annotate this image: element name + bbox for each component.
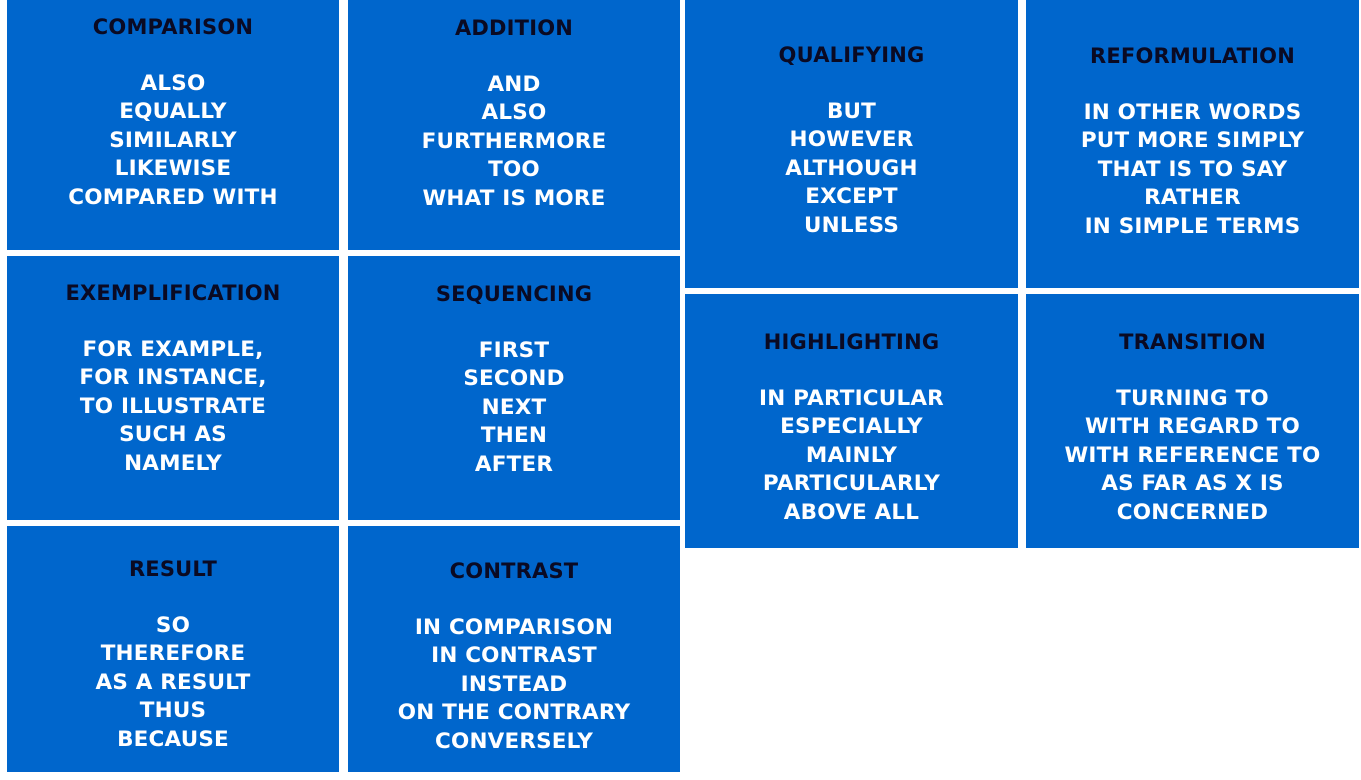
card-title: REFORMULATION [1089,44,1295,68]
word-list: FIRST SECOND NEXT THEN AFTER [348,337,680,479]
dotted-divider [348,520,680,526]
card-transition: TRANSITION TURNING TO WITH REGARD TO WIT… [1026,294,1359,548]
dotted-divider [685,288,1359,294]
card-title: QUALIFYING [778,43,925,67]
card-title: RESULT [128,557,218,581]
word-list: TURNING TO WITH REGARD TO WITH REFERENCE… [1026,385,1359,527]
dotted-divider [348,772,680,778]
word: HOWEVER [789,127,914,153]
card-title: EXEMPLIFICATION [65,281,281,305]
card-contrast: CONTRAST IN COMPARISON IN CONTRAST INSTE… [348,526,680,772]
word-list: IN OTHER WORDS PUT MORE SIMPLY THAT IS T… [1026,99,1359,241]
word: UNLESS [803,212,900,238]
word: CONVERSELY [434,728,594,754]
word: NAMELY [124,450,222,476]
word: ALSO [140,71,206,96]
word: ON THE CONTRARY [397,700,631,726]
word: WHAT IS MORE [422,185,606,211]
word: THEREFORE [100,641,246,667]
word: AS A RESULT [95,669,251,695]
word: AND [487,72,541,97]
word-list: BUT HOWEVER ALTHOUGH EXCEPT UNLESS [685,98,1018,240]
dotted-divider [7,520,339,526]
card-title: TRANSITION [1119,330,1266,354]
word: AFTER [474,451,554,477]
card-sequencing: SEQUENCING FIRST SECOND NEXT THEN AFTER [348,256,680,520]
dotted-divider [7,772,339,778]
word-list: IN PARTICULAR ESPECIALLY MAINLY PARTICUL… [685,385,1018,527]
card-qualifying: QUALIFYING BUT HOWEVER ALTHOUGH EXCEPT U… [685,0,1018,288]
word: ALTHOUGH [785,155,918,181]
word: IN SIMPLE TERMS [1084,213,1301,239]
word: COMPARED WITH [68,184,278,210]
card-exemplification: EXEMPLIFICATION FOR EXAMPLE, FOR INSTANC… [7,256,339,520]
dotted-divider [348,250,680,256]
word: THAT IS TO SAY [1097,156,1288,182]
word: FURTHERMORE [421,128,607,154]
word: FOR EXAMPLE, [82,337,264,362]
word: INSTEAD [460,671,568,697]
word: EQUALLY [119,99,227,125]
word: IN CONTRAST [431,643,597,669]
word: WITH REGARD TO [1084,414,1301,440]
word: TO ILLUSTRATE [79,393,267,419]
card-result: RESULT SO THEREFORE AS A RESULT THUS BEC… [7,526,339,772]
word-list: SO THEREFORE AS A RESULT THUS BECAUSE [7,612,339,754]
word: ALSO [481,100,547,126]
word: NEXT [481,394,547,420]
word-list: FOR EXAMPLE, FOR INSTANCE, TO ILLUSTRATE… [7,336,339,478]
card-title: HIGHLIGHTING [763,330,940,354]
card-addition: ADDITION AND ALSO FURTHERMORE TOO WHAT I… [348,0,680,250]
word: PUT MORE SIMPLY [1080,128,1305,154]
word: EXCEPT [805,184,898,210]
card-title: ADDITION [454,16,574,40]
word: RATHER [1144,185,1241,211]
word-list: AND ALSO FURTHERMORE TOO WHAT IS MORE [348,71,680,213]
word: SO [155,613,191,638]
word: PARTICULARLY [762,471,941,497]
word: THEN [480,423,548,449]
word: BECAUSE [117,726,229,752]
word: WITH REFERENCE TO [1064,442,1321,468]
word: ABOVE ALL [783,499,920,525]
word: THUS [139,698,207,724]
word: IN PARTICULAR [759,386,944,411]
word: FOR INSTANCE, [79,365,267,391]
word: SECOND [463,366,565,392]
word: CONCERNED [1116,499,1269,525]
word: TURNING TO [1116,386,1269,411]
word: MAINLY [805,442,898,468]
word: LIKEWISE [114,156,232,182]
word: TOO [488,157,540,183]
card-title: COMPARISON [92,15,254,39]
word: BUT [826,99,877,124]
word: IN OTHER WORDS [1083,100,1302,125]
word: SUCH AS [119,422,227,448]
word-list: ALSO EQUALLY SIMILARLY LIKEWISE COMPARED… [7,70,339,212]
dotted-divider [7,250,339,256]
word: AS FAR AS X IS [1101,471,1284,497]
word: ESPECIALLY [780,414,923,440]
word: SIMILARLY [109,127,237,153]
card-title: SEQUENCING [435,282,593,306]
word: IN COMPARISON [414,615,614,640]
word-list: IN COMPARISON IN CONTRAST INSTEAD ON THE… [348,614,680,756]
card-title: CONTRAST [449,559,579,583]
word: FIRST [478,338,550,363]
card-reformulation: REFORMULATION IN OTHER WORDS PUT MORE SI… [1026,0,1359,288]
card-comparison: COMPARISON ALSO EQUALLY SIMILARLY LIKEWI… [7,0,339,250]
card-highlighting: HIGHLIGHTING IN PARTICULAR ESPECIALLY MA… [685,294,1018,548]
